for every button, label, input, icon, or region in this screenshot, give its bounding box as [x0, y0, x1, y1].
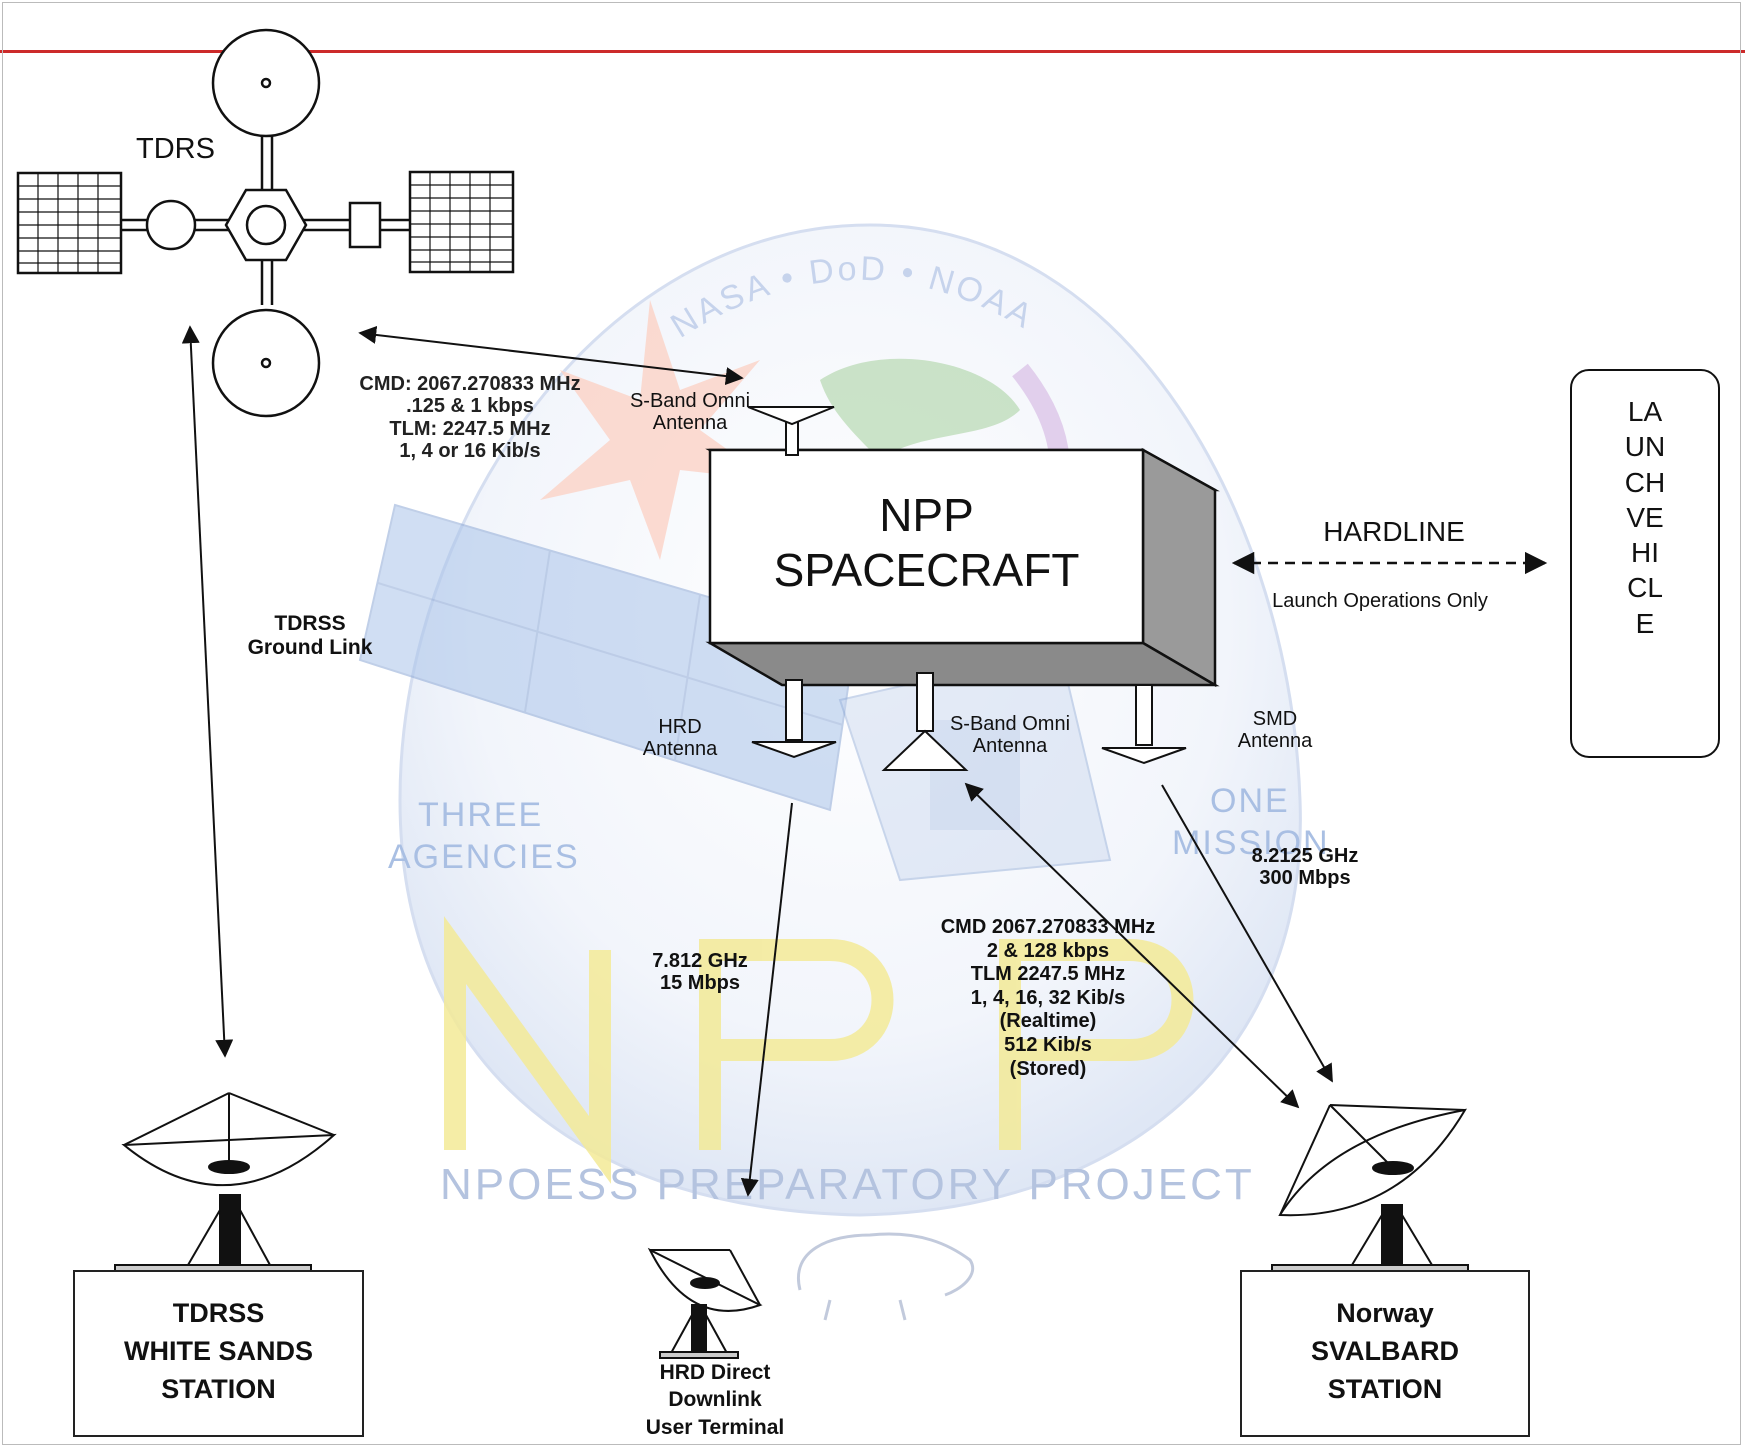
launch-vehicle-line2: UN: [1624, 431, 1666, 463]
hrd-terminal-label: HRD Direct Downlink User Terminal: [610, 1359, 820, 1441]
hrd-terminal-dish: [647, 1247, 763, 1359]
tdrs-link-cmd: CMD: 2067.270833 MHz: [359, 373, 581, 395]
hrd-antenna-line1: HRD: [658, 716, 702, 738]
spacecraft-title-line2: SPACECRAFT: [773, 544, 1080, 597]
tdrss-ground-link-line1: TDRSS: [274, 612, 346, 635]
sband-tlm-frequency: TLM 2247.5 MHz: [970, 963, 1126, 986]
smd-antenna-shape: [1101, 684, 1187, 765]
spacecraft-title: NPP SPACECRAFT: [710, 488, 1143, 598]
sband-stored-rate: 512 Kib/s: [1004, 1033, 1092, 1056]
launch-vehicle-box: [1570, 369, 1720, 758]
sband-ground-link-label: CMD 2067.270833 MHz 2 & 128 kbps TLM 224…: [908, 916, 1188, 1081]
hrd-link-rate: 15 Mbps: [659, 972, 741, 995]
smd-antenna-line2: Antenna: [1237, 730, 1313, 753]
smd-antenna-label: SMD Antenna: [1215, 708, 1335, 753]
white-sands-station-label: TDRSS WHITE SANDS STATION: [73, 1295, 364, 1408]
watermark-project: NPOESS PREPARATORY PROJECT: [440, 1160, 1255, 1209]
sband-stored-note: (Stored): [1009, 1057, 1087, 1080]
spacecraft-box: [705, 447, 1220, 688]
hrd-terminal-line1: HRD Direct: [659, 1361, 771, 1384]
svalbard-station-box: [1240, 1270, 1530, 1437]
tdrss-ground-link-label: TDRSS Ground Link: [225, 612, 395, 659]
tdrs-link-params: CMD: 2067.270833 MHz .125 & 1 kbps TLM: …: [330, 373, 610, 463]
hrd-antenna-label: HRD Antenna: [620, 716, 740, 761]
smd-link-label: 8.2125 GHz 300 Mbps: [1230, 845, 1380, 890]
hrd-link-label: 7.812 GHz 15 Mbps: [640, 950, 760, 995]
white-sands-station-box: [73, 1270, 364, 1437]
hrd-link-frequency: 7.812 GHz: [652, 950, 748, 972]
hrd-antenna-line2: Antenna: [642, 738, 718, 761]
tdrs-link-tlm: TLM: 2247.5 MHz: [389, 417, 551, 440]
launch-vehicle-line4: VE: [1626, 501, 1664, 533]
sband-realtime-note: (Realtime): [999, 1010, 1097, 1033]
tdrss-ground-link-line2: Ground Link: [247, 635, 373, 659]
spacecraft-title-line1: NPP: [879, 489, 974, 541]
tdrs-link-tlm-rate: 1, 4 or 16 Kib/s: [399, 440, 541, 463]
svalbard-line1: Norway: [1336, 1298, 1434, 1328]
white-sands-line3: STATION: [161, 1373, 276, 1404]
svalbard-dish: [1271, 1104, 1469, 1274]
watermark-agencies: AGENCIES: [388, 838, 580, 876]
solar-panel-watermark: [358, 503, 857, 812]
tdrs-spacecraft-link: [358, 325, 744, 386]
launch-vehicle-label: LA UN CH VE HI CL E: [1571, 394, 1719, 641]
bottom-sband-antenna-label: S-Band Omni Antenna: [920, 713, 1100, 758]
bottom-sband-antenna-line2: Antenna: [972, 735, 1048, 758]
bottom-sband-antenna-shape: [881, 672, 969, 771]
bottom-sband-antenna-line1: S-Band Omni: [949, 713, 1071, 735]
white-sands-line1: TDRSS: [172, 1298, 265, 1328]
sband-cmd-rate: 2 & 128 kbps: [986, 939, 1110, 962]
svalbard-line3: STATION: [1327, 1373, 1443, 1404]
top-sband-antenna-shape: [747, 406, 835, 456]
tdrs-solar-grid: [18, 172, 513, 273]
watermark-three: THREE: [418, 796, 544, 834]
top-sband-antenna-line1: S-Band Omni: [629, 390, 751, 412]
svalbard-station-label: Norway SVALBARD STATION: [1240, 1295, 1530, 1408]
tdrs-title: TDRS: [136, 133, 215, 165]
smd-downlink: [1161, 784, 1333, 1083]
sband-cmd-frequency: CMD 2067.270833 MHz: [940, 916, 1156, 938]
hrd-downlink: [740, 802, 793, 1197]
top-sband-antenna-label: S-Band Omni Antenna: [600, 390, 780, 435]
launch-vehicle-line1: LA: [1627, 396, 1663, 427]
tdrs-ground-link: [181, 325, 234, 1058]
white-sands-dish: [114, 1092, 337, 1274]
launch-vehicle-line7: E: [1635, 607, 1655, 639]
sun-burst: [540, 300, 770, 560]
svalbard-line2: SVALBARD: [1311, 1335, 1459, 1366]
sband-ground-link: [964, 782, 1300, 1109]
tdrs-satellite: [16, 28, 515, 418]
launch-vehicle-line6: CL: [1627, 572, 1663, 604]
sband-tlm-rates: 1, 4, 16, 32 Kib/s: [970, 986, 1126, 1009]
header-accent-line: [0, 50, 1745, 53]
hardline-note: Launch Operations Only: [1272, 590, 1488, 612]
launch-vehicle-line3: CH: [1624, 466, 1666, 498]
polar-bear-outline: [797, 1232, 974, 1321]
smd-link-rate: 300 Mbps: [1259, 867, 1351, 890]
hrd-antenna-shape: [751, 679, 837, 759]
smd-antenna-line1: SMD: [1252, 708, 1298, 730]
hrd-terminal-line2: Downlink: [668, 1388, 762, 1412]
top-sband-antenna-line2: Antenna: [652, 412, 728, 435]
white-sands-line2: WHITE SANDS: [124, 1335, 313, 1366]
tdrs-link-cmd-rate: .125 & 1 kbps: [406, 395, 534, 418]
smd-link-frequency: 8.2125 GHz: [1251, 845, 1359, 867]
green-continent: [820, 358, 1020, 460]
hardline-title: HARDLINE: [1323, 516, 1465, 547]
launch-vehicle-line5: HI: [1631, 537, 1659, 569]
hrd-terminal-line3: User Terminal: [645, 1415, 785, 1439]
